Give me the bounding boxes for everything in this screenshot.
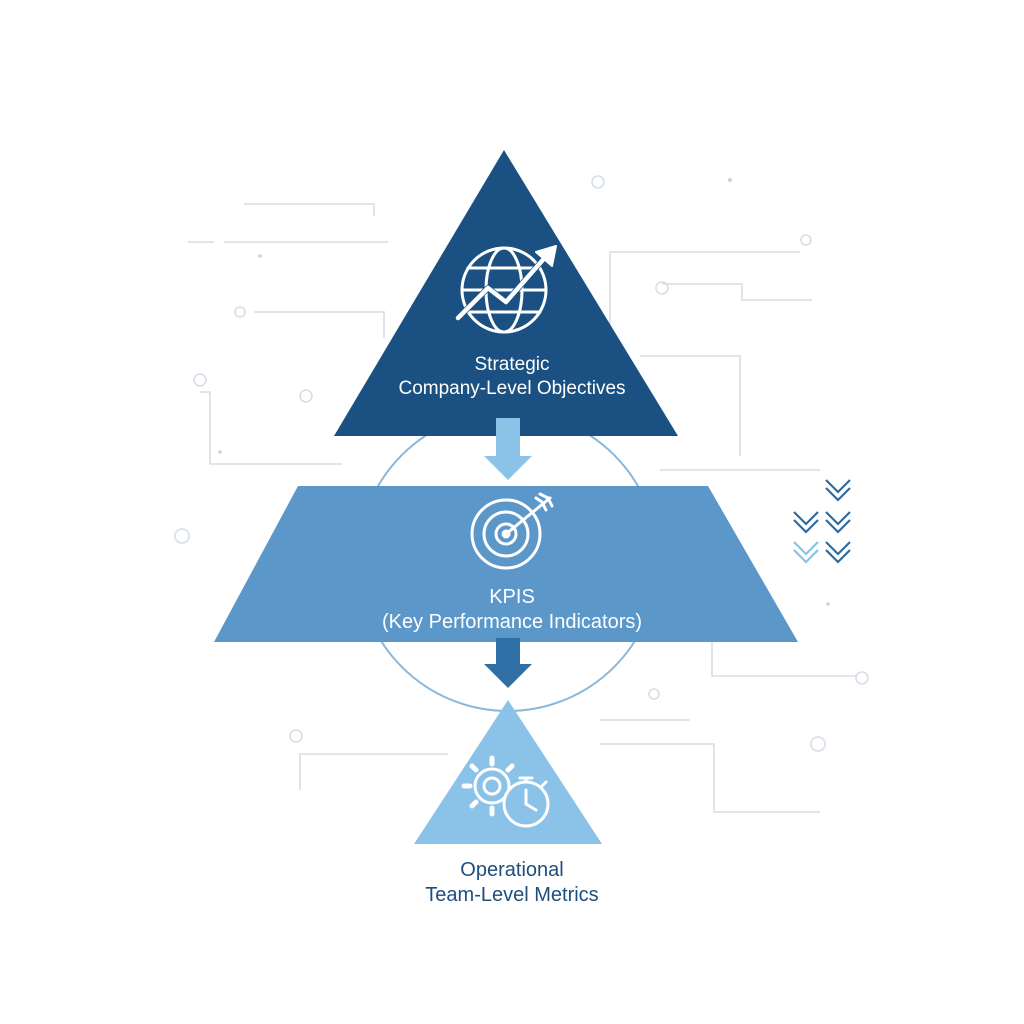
target-arrow-icon — [470, 492, 554, 570]
middle-tier-label: KPIS (Key Performance Indicators) — [312, 585, 712, 635]
bottom-tier-subtitle: Team-Level Metrics — [425, 884, 599, 906]
middle-tier-trapezoid — [214, 486, 798, 642]
bottom-tier-label: Operational Team-Level Metrics — [312, 858, 712, 908]
top-tier-label: Strategic Company-Level Objectives — [312, 353, 712, 401]
down-arrow-bottom — [484, 638, 532, 688]
middle-tier-subtitle: (Key Performance Indicators) — [381, 611, 643, 633]
chevron-cluster-icon — [793, 479, 851, 564]
globe-growth-arrow-icon — [455, 245, 557, 334]
gear-stopwatch-icon — [461, 755, 550, 828]
bottom-tier-title: Operational — [460, 859, 564, 881]
top-tier-title: Strategic — [474, 354, 550, 375]
circuit-dots — [218, 178, 830, 606]
top-tier-subtitle: Company-Level Objectives — [398, 377, 626, 399]
down-arrow-top — [484, 418, 532, 480]
middle-tier-title: KPIS — [489, 586, 535, 608]
top-tier-triangle — [334, 150, 678, 436]
